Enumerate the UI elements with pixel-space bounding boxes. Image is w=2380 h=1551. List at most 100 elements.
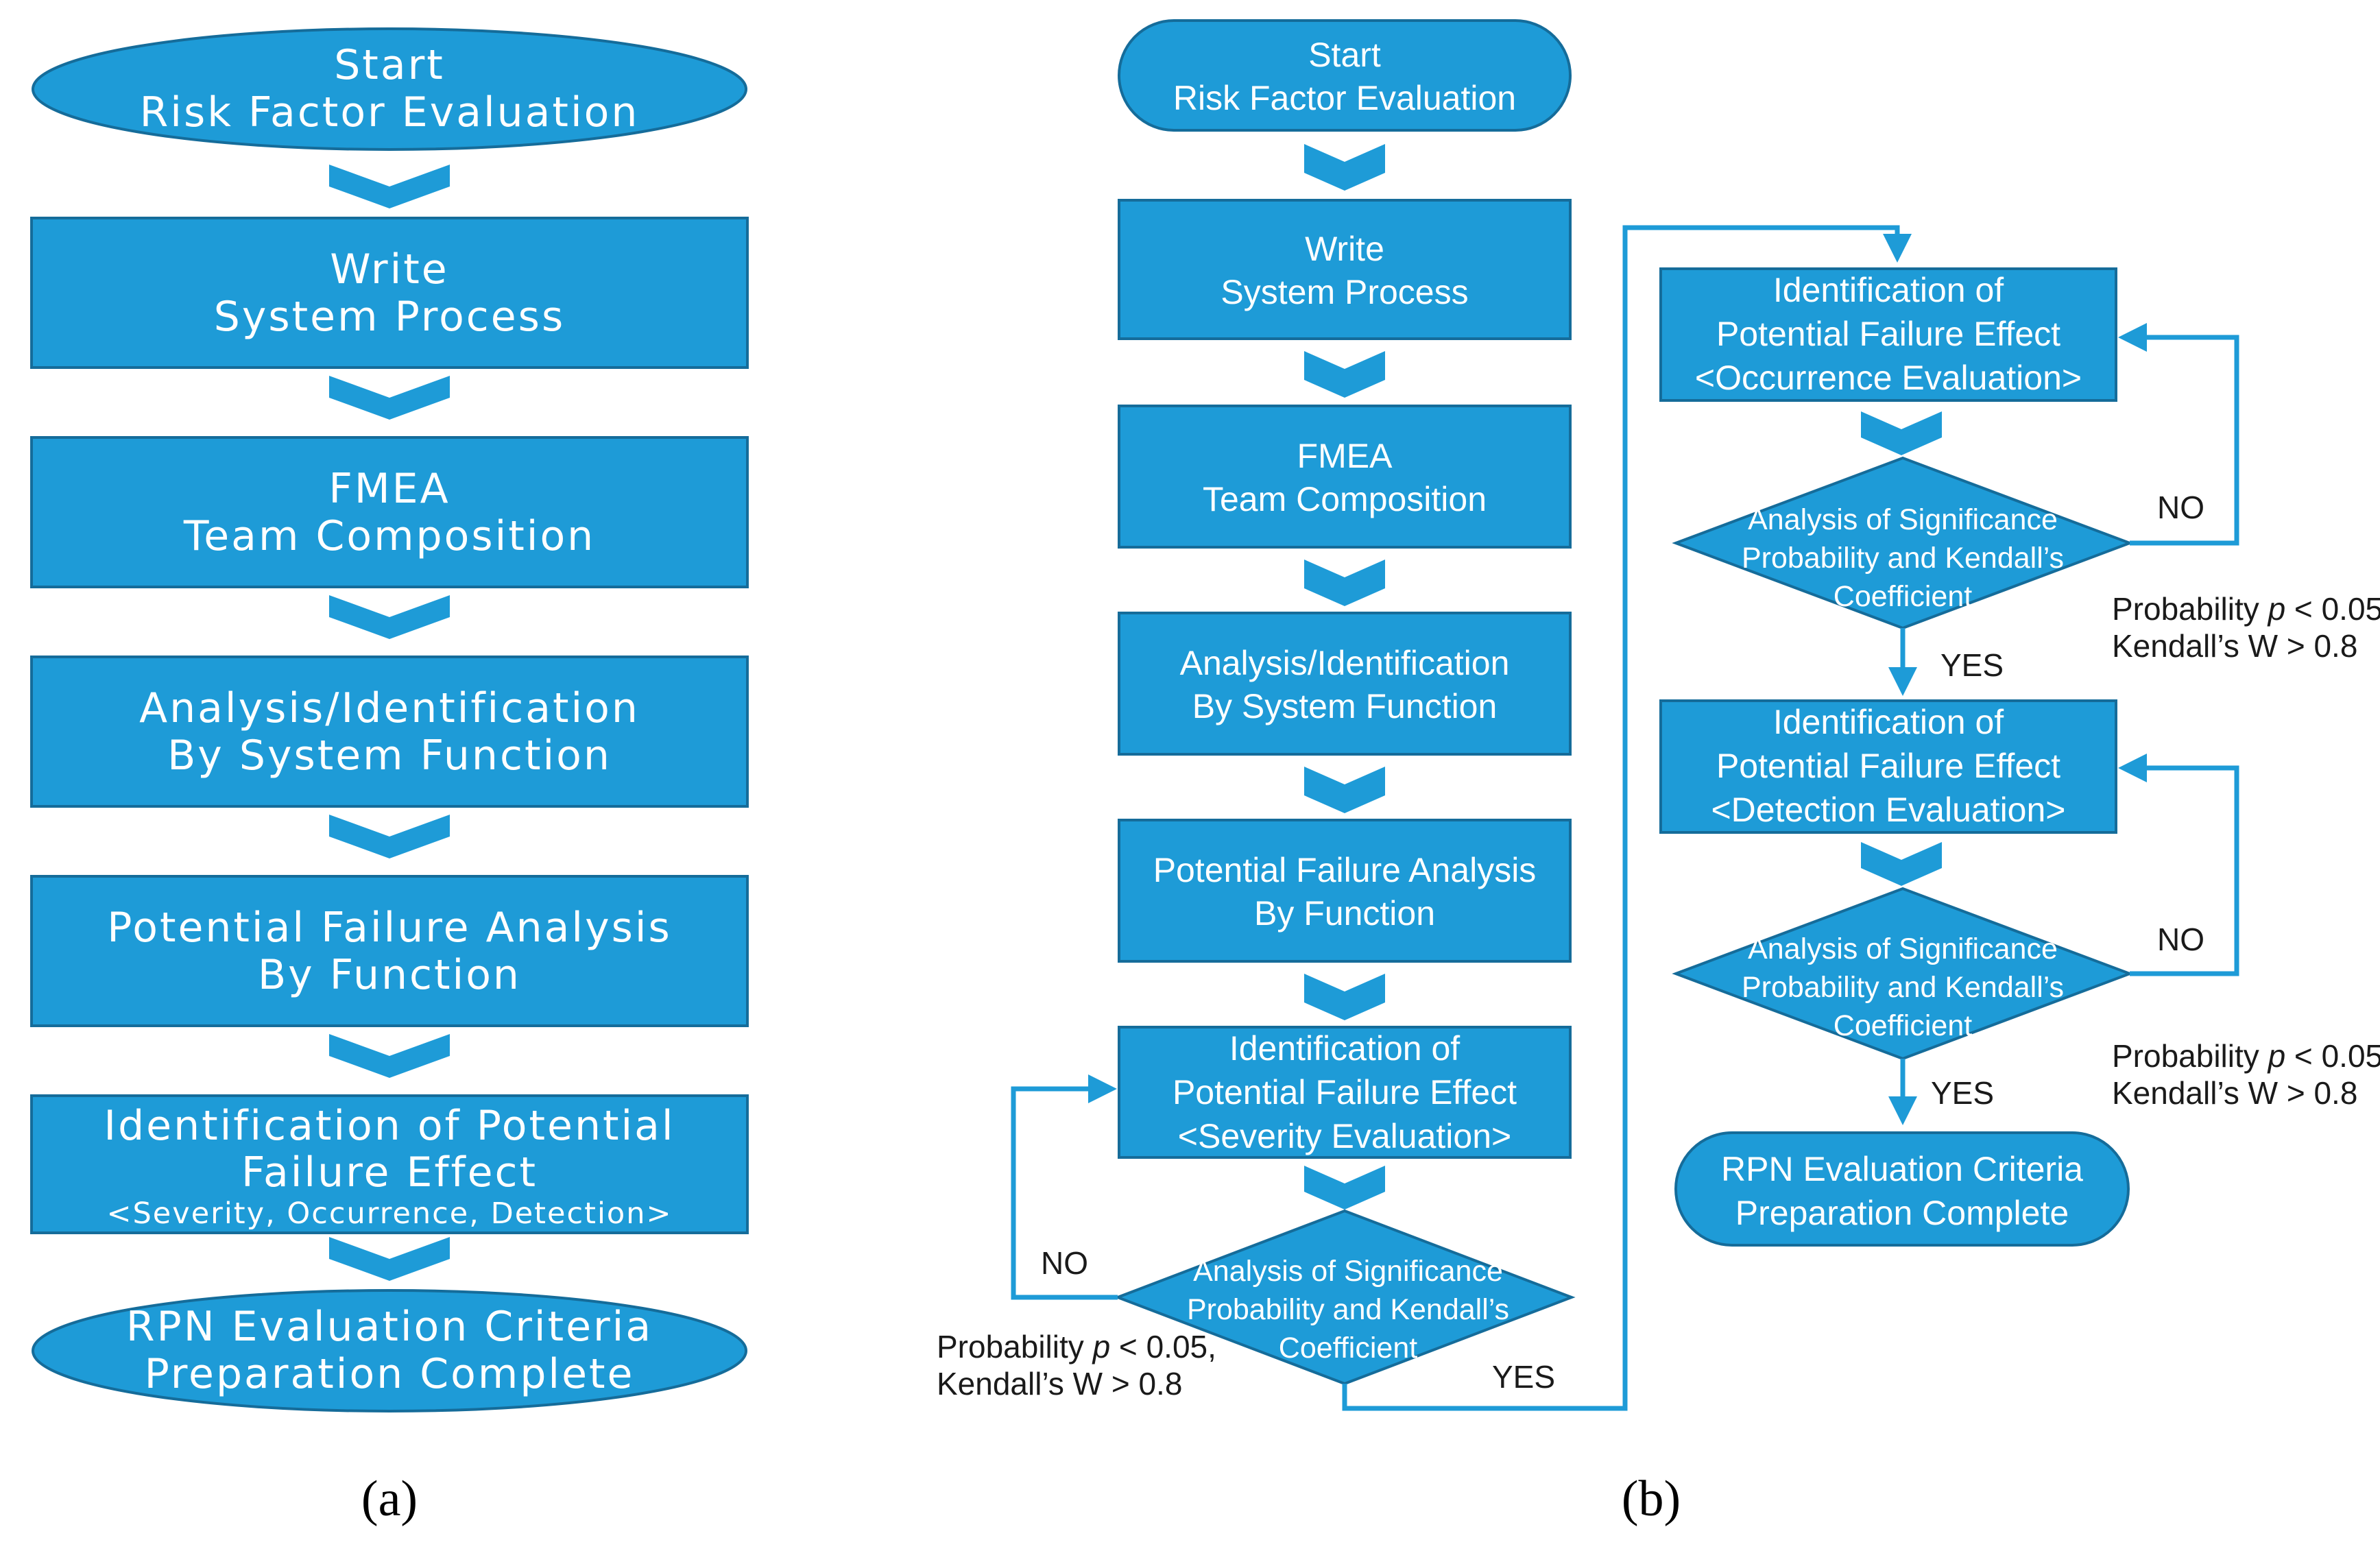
b-criteria-severity-p: p <box>1092 1329 1111 1364</box>
b-step-occurrence <box>1659 267 2117 402</box>
a-step-identification-line1: Identification of Potential <box>104 1102 675 1150</box>
b-criteria-severity-line1: Probability p < 0.05, <box>937 1329 1216 1364</box>
a-chevron-5 <box>329 1034 450 1078</box>
b-end-line1: RPN Evaluation Criteria <box>1721 1150 2083 1188</box>
a-step-identification-line3: <Severity, Occurrence, Detection> <box>106 1197 672 1231</box>
b-decision-detection-line3: Coefficient <box>1834 1009 1972 1042</box>
a-step-fmea-line2: Team Composition <box>183 512 595 560</box>
b-step-severity <box>1118 1026 1572 1159</box>
b-no-loop-occurrence <box>2118 323 2239 546</box>
b-step-occurrence-line1: Identification of <box>1773 271 2004 309</box>
b-chevron-4 <box>1304 767 1385 813</box>
b-yes-label-detection: YES <box>1931 1075 1994 1111</box>
b-criteria-occurrence-line2: Kendall’s W > 0.8 <box>2112 628 2357 664</box>
b-step-failure-analysis-line2: By Function <box>1254 894 1435 933</box>
a-step-write-line2: System Process <box>214 293 565 341</box>
b-step-detection-line3: <Detection Evaluation> <box>1711 791 2065 829</box>
b-criteria-occurrence-suffix: < 0.05, <box>2285 591 2380 627</box>
a-start-line1: Start <box>334 41 445 89</box>
a-caption: (a) <box>361 1471 418 1527</box>
b-caption: (b) <box>1622 1471 1681 1527</box>
b-start-line2: Risk Factor Evaluation <box>1173 79 1516 117</box>
b-yes-label-occurrence: YES <box>1940 647 2004 683</box>
a-step-identification <box>30 1094 749 1234</box>
b-decision-occurrence-line2: Probability and Kendall’s <box>1742 542 2064 575</box>
b-chevron-1 <box>1304 144 1385 191</box>
b-no-label-severity: NO <box>1041 1245 1088 1281</box>
b-decision-occurrence-line1: Analysis of Significance <box>1748 503 2058 536</box>
b-no-label-detection: NO <box>2157 922 2204 957</box>
b-step-severity-line2: Potential Failure Effect <box>1173 1073 1517 1111</box>
a-step-analysis-line2: By System Function <box>167 732 612 780</box>
a-chevron-3 <box>329 595 450 639</box>
b-step-detection <box>1659 699 2117 834</box>
b-criteria-detection-p: p <box>2267 1038 2286 1074</box>
panel-a: Start Risk Factor Evaluation Write Syste… <box>30 27 749 1527</box>
b-start-terminal <box>1118 19 1572 132</box>
b-criteria-detection-suffix: < 0.05, <box>2285 1038 2380 1074</box>
b-criteria-detection-prefix: Probability <box>2112 1038 2268 1074</box>
b-yes-connector-severity <box>1342 225 1912 1411</box>
b-chevron-5 <box>1304 974 1385 1020</box>
b-step-fmea-line1: FMEA <box>1297 437 1393 475</box>
a-step-write <box>30 217 749 369</box>
b-step-analysis <box>1118 612 1572 756</box>
a-step-failure-analysis-line1: Potential Failure Analysis <box>107 904 672 952</box>
a-step-identification-line2: Failure Effect <box>241 1149 538 1197</box>
b-criteria-severity-line2: Kendall’s W > 0.8 <box>937 1366 1182 1402</box>
b-chevron-8 <box>1861 842 1942 886</box>
b-criteria-detection-line1: Probability p < 0.05, <box>2112 1038 2380 1074</box>
b-step-occurrence-line3: <Occurrence Evaluation> <box>1695 359 2082 397</box>
b-decision-detection-line1: Analysis of Significance <box>1748 933 2058 965</box>
b-decision-occurrence-line3: Coefficient <box>1834 580 1972 613</box>
b-start-line1: Start <box>1308 36 1381 74</box>
a-step-fmea <box>30 436 749 588</box>
b-criteria-occurrence-prefix: Probability <box>2112 591 2268 627</box>
b-end-line2: Preparation Complete <box>1735 1194 2069 1232</box>
b-criteria-occurrence-p: p <box>2267 591 2286 627</box>
b-step-occurrence-line2: Potential Failure Effect <box>1716 315 2060 353</box>
a-chevron-1 <box>329 165 450 208</box>
b-chevron-2 <box>1304 351 1385 398</box>
a-chevron-6 <box>329 1237 450 1281</box>
b-step-failure-analysis <box>1118 819 1572 963</box>
b-step-write <box>1118 199 1572 340</box>
b-chevron-3 <box>1304 560 1385 606</box>
a-end-line2: Preparation Complete <box>145 1350 635 1398</box>
a-step-analysis <box>30 656 749 808</box>
a-chevron-2 <box>329 376 450 420</box>
b-decision-detection-line2: Probability and Kendall’s <box>1742 971 2064 1004</box>
b-step-analysis-line2: By System Function <box>1192 687 1498 725</box>
b-decision-severity-line1: Analysis of Significance <box>1193 1255 1503 1288</box>
b-chevron-6 <box>1304 1166 1385 1210</box>
b-criteria-severity-prefix: Probability <box>937 1329 1093 1364</box>
b-yes-label-severity: YES <box>1492 1359 1555 1395</box>
b-decision-severity-line3: Coefficient <box>1279 1332 1417 1364</box>
b-step-fmea-line2: Team Composition <box>1203 480 1487 518</box>
b-step-fmea <box>1118 405 1572 549</box>
b-end-terminal <box>1674 1131 2130 1247</box>
a-chevron-4 <box>329 815 450 858</box>
panel-b: Start Risk Factor Evaluation Write Syste… <box>937 19 2380 1527</box>
a-step-fmea-line1: FMEA <box>328 465 450 513</box>
a-end-line1: RPN Evaluation Criteria <box>126 1303 653 1351</box>
b-step-detection-line2: Potential Failure Effect <box>1716 747 2060 785</box>
a-step-failure-analysis <box>30 875 749 1027</box>
a-start-terminal <box>32 27 747 151</box>
b-step-analysis-line1: Analysis/Identification <box>1180 644 1510 682</box>
b-no-loop-detection <box>2118 754 2239 976</box>
b-no-label-occurrence: NO <box>2157 490 2204 525</box>
a-step-analysis-line1: Analysis/Identification <box>139 684 640 732</box>
b-step-failure-analysis-line1: Potential Failure Analysis <box>1153 851 1537 889</box>
a-end-terminal <box>32 1289 747 1412</box>
a-step-write-line1: Write <box>330 245 448 293</box>
a-step-failure-analysis-line2: By Function <box>258 951 521 999</box>
b-criteria-detection-line2: Kendall’s W > 0.8 <box>2112 1075 2357 1111</box>
b-step-write-line1: Write <box>1305 230 1384 268</box>
b-step-write-line2: System Process <box>1221 273 1468 311</box>
b-step-severity-line3: <Severity Evaluation> <box>1178 1117 1511 1155</box>
a-start-line2: Risk Factor Evaluation <box>140 88 640 136</box>
b-decision-severity-line2: Probability and Kendall’s <box>1187 1293 1509 1326</box>
b-step-detection-line1: Identification of <box>1773 703 2004 741</box>
